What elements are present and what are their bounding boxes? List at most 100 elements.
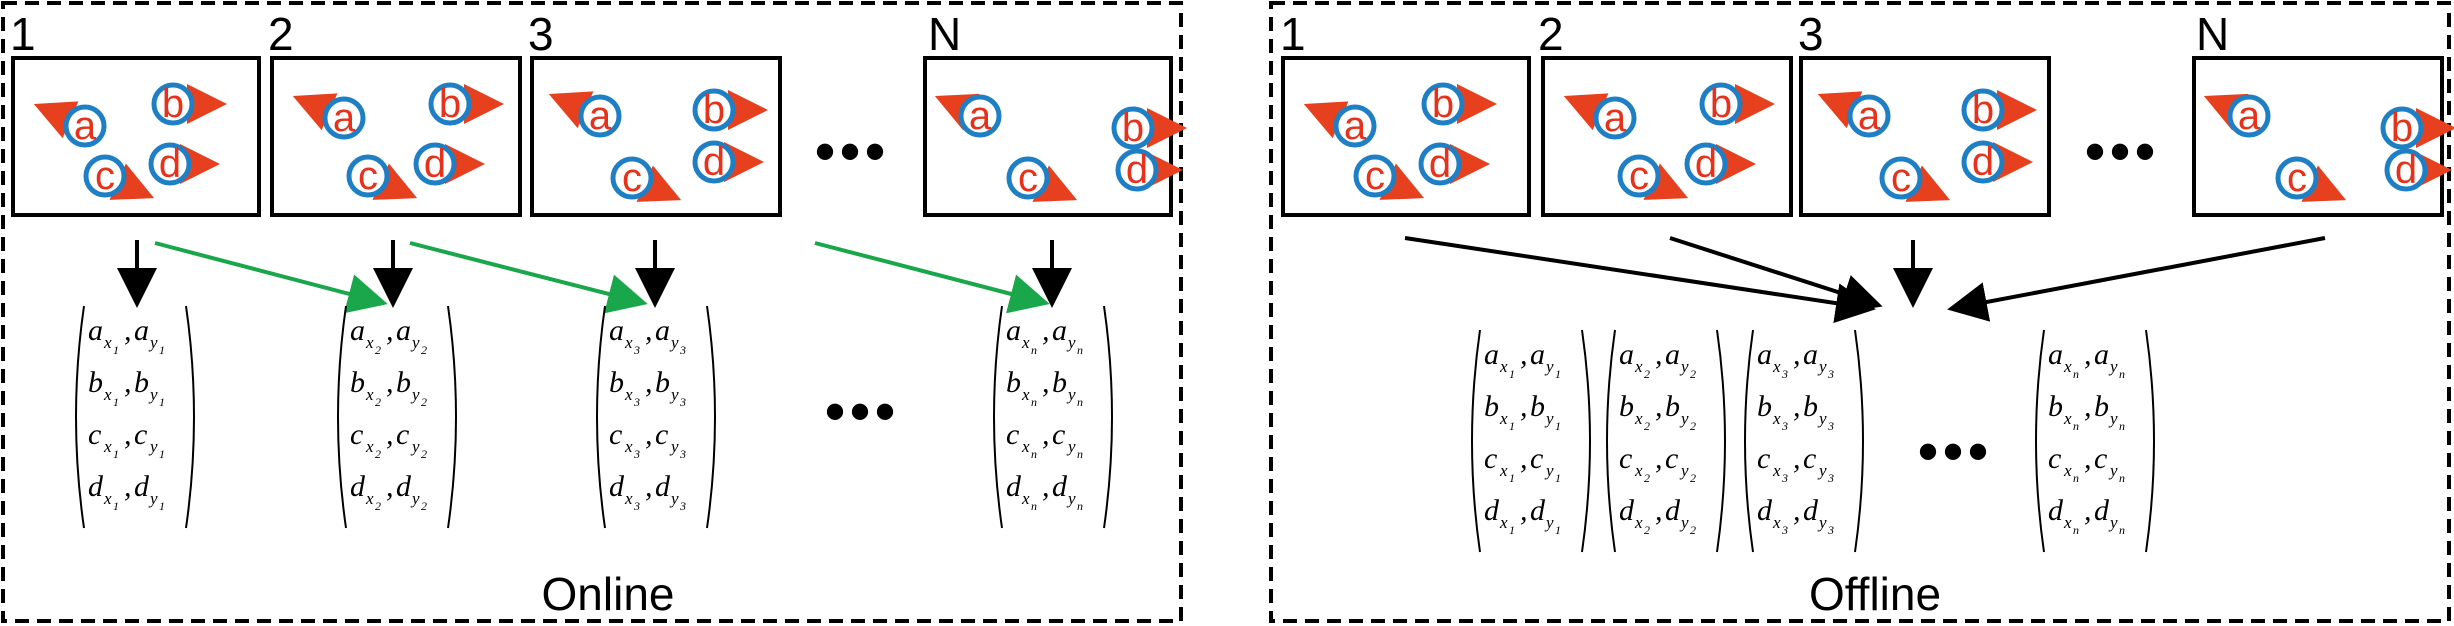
matrix-entry-a-x: a (350, 314, 365, 347)
subscript-x: x (1021, 385, 1030, 404)
ball-a-label: a (333, 96, 356, 140)
subscript-x: x (2063, 513, 2072, 532)
subscript-index: n (2073, 523, 2079, 537)
subscript-x: x (1634, 513, 1643, 532)
left-paren (1744, 329, 1754, 553)
subscript-x: x (1772, 409, 1781, 428)
subscript-index: n (1077, 447, 1083, 461)
ball-b-label: b (1710, 82, 1732, 126)
subscript-index: n (1031, 499, 1037, 513)
ball-a-icon (1593, 96, 1637, 140)
ball-b-icon (1961, 88, 2005, 132)
comma: , (124, 366, 132, 399)
subscript-index: 2 (421, 395, 427, 409)
matrix-entry-c-y: c (1052, 418, 1065, 451)
subscript-index: 3 (1781, 419, 1788, 433)
ball-c-label: c (358, 154, 378, 198)
offline-panel-border (1269, 1, 2451, 623)
subscript-index: 1 (113, 499, 119, 513)
ball-c-label: c (95, 154, 115, 198)
online-temporal-arrow-1 (154, 241, 388, 314)
ball-a-label: a (1604, 96, 1627, 140)
ball-b-icon (151, 82, 195, 126)
ball-c-label: c (622, 156, 642, 200)
matrix-entry-c-x: c (1619, 442, 1632, 475)
comma: , (124, 418, 132, 451)
offline-panel-title: Offline (1809, 568, 1941, 620)
subscript-x: x (2063, 461, 2072, 480)
subscript-y: y (669, 489, 679, 508)
comma: , (645, 366, 653, 399)
ball-a-label: a (969, 94, 992, 138)
online-frame-number-n: N (928, 8, 961, 60)
ball-a-icon (958, 94, 1002, 138)
comma: , (2084, 494, 2092, 527)
offline-converge-arrow-1 (1404, 236, 1876, 323)
offline-frame-number-3: 3 (1798, 8, 1824, 60)
subscript-x: x (1021, 333, 1030, 352)
matrix-entry-a-x: a (609, 314, 624, 347)
subscript-x: x (365, 333, 374, 352)
subscript-index: 2 (421, 447, 427, 461)
subscript-y: y (1817, 461, 1827, 480)
subscript-x: x (624, 437, 633, 456)
offline-frame-number-2: 2 (1538, 8, 1564, 60)
comma: , (1793, 442, 1801, 475)
subscript-x: x (103, 385, 112, 404)
ball-d-label: d (2395, 148, 2417, 192)
subscript-x: x (2063, 357, 2072, 376)
subscript-index: n (2119, 523, 2125, 537)
left-paren (1606, 329, 1616, 553)
subscript-x: x (624, 333, 633, 352)
ball-b-label: b (703, 88, 725, 132)
subscript-x: x (624, 489, 633, 508)
matrix-entry-c-y: c (2094, 442, 2107, 475)
offline-frames-ellipsis: ••• (2084, 118, 2159, 185)
matrix-entry-b-y: b (1052, 366, 1067, 399)
subscript-x: x (1499, 357, 1508, 376)
left-paren (337, 305, 347, 529)
ball-a-label: a (74, 104, 97, 148)
matrix-entry-c-y: c (1530, 442, 1543, 475)
ball-b-label: b (1972, 88, 1994, 132)
matrix-entry-a-x: a (1619, 338, 1634, 371)
matrix-entry-a-x: a (1006, 314, 1021, 347)
online-frames-ellipsis: ••• (814, 118, 889, 185)
subscript-index: 1 (159, 499, 165, 513)
ball-a-icon (63, 104, 107, 148)
subscript-y: y (1544, 357, 1554, 376)
subscript-index: 2 (421, 499, 427, 513)
offline-matrix-ellipsis: ••• (1917, 418, 1992, 485)
ball-c-label: c (1018, 156, 1038, 200)
matrix-entry-d-x: d (350, 470, 366, 503)
subscript-y: y (148, 437, 158, 456)
ball-c-label: c (1629, 154, 1649, 198)
ball-a-icon (1333, 104, 1377, 148)
subscript-y: y (2108, 461, 2118, 480)
comma: , (645, 470, 653, 503)
subscript-index: 1 (1555, 471, 1561, 485)
ball-b-icon (428, 82, 472, 126)
subscript-index: 1 (159, 395, 165, 409)
subscript-index: 3 (1781, 471, 1788, 485)
ball-b-icon (1111, 106, 1155, 150)
subscript-index: 1 (159, 343, 165, 357)
ball-d-icon (1418, 142, 1462, 186)
subscript-index: 2 (421, 343, 427, 357)
subscript-index: n (1077, 343, 1083, 357)
subscript-index: 2 (1644, 419, 1650, 433)
matrix-entry-c-x: c (350, 418, 363, 451)
matrix-entry-d-x: d (88, 470, 104, 503)
ball-c-icon (83, 154, 127, 198)
ball-b-label: b (162, 82, 184, 126)
subscript-y: y (1817, 409, 1827, 428)
ball-a-label: a (1344, 104, 1367, 148)
subscript-x: x (1021, 437, 1030, 456)
subscript-index: 3 (679, 499, 686, 513)
matrix-entry-c-y: c (1665, 442, 1678, 475)
